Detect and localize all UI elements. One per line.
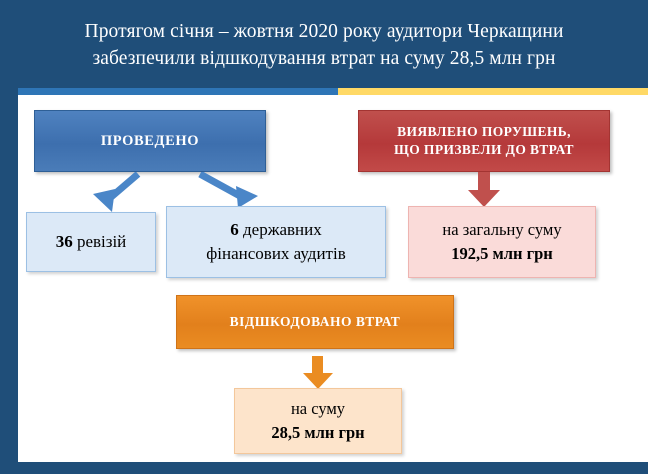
box-violations: ВИЯВЛЕНО ПОРУШЕНЬ, ЩО ПРИЗВЕЛИ ДО ВТРАТ	[358, 110, 610, 172]
arrow-to-revisions-icon	[93, 172, 141, 212]
box-audits-line1: 6 державних	[167, 218, 385, 242]
box-revisions-value: 36	[55, 232, 73, 251]
box-audits-value: 6	[230, 220, 239, 240]
header-title-line1: Протягом січня – жовтня 2020 року аудито…	[84, 21, 564, 43]
header-title-line2: забезпечили відшкодування втрат на суму …	[92, 48, 556, 69]
arrow-to-total-sum-icon	[468, 172, 500, 207]
frame-bottom-bar	[0, 462, 648, 474]
box-audits-label: державних	[238, 220, 322, 240]
box-recovered-sum-line1: на суму	[290, 399, 346, 419]
box-recovered-sum-line2: 28,5 млн грн	[271, 423, 365, 442]
box-revisions-label: ревізій	[72, 232, 127, 251]
box-violations-label-line1: ВИЯВЛЕНО ПОРУШЕНЬ,	[397, 123, 571, 139]
box-conducted-label: ПРОВЕДЕНО	[100, 132, 200, 149]
box-revisions-text: 36 ревізій	[27, 232, 155, 252]
slide-header: Протягом січня – жовтня 2020 року аудито…	[0, 0, 648, 88]
box-audits-line2: фінансових аудитів	[206, 244, 346, 263]
frame-left-bar	[0, 88, 18, 474]
accent-strip-blue	[0, 88, 338, 95]
box-conducted: ПРОВЕДЕНО	[34, 110, 266, 172]
box-revisions: 36 ревізій	[26, 212, 156, 272]
box-audits: 6 державних фінансових аудитів	[166, 206, 386, 278]
box-recovered: ВІДШКОДОВАНО ВТРАТ	[176, 295, 454, 349]
box-total-sum: на загальну суму 192,5 млн грн	[408, 206, 596, 278]
box-total-sum-line2: 192,5 млн грн	[451, 244, 553, 263]
box-recovered-label: ВІДШКОДОВАНО ВТРАТ	[229, 314, 401, 329]
arrow-to-recovered-sum-icon	[303, 356, 333, 389]
box-total-sum-line1: на загальну суму	[442, 220, 562, 240]
accent-strip-yellow	[338, 88, 648, 95]
box-violations-label-line2: ЩО ПРИЗВЕЛИ ДО ВТРАТ	[394, 142, 574, 157]
box-recovered-sum: на суму 28,5 млн грн	[234, 388, 402, 454]
arrow-to-audits-icon	[198, 172, 258, 208]
